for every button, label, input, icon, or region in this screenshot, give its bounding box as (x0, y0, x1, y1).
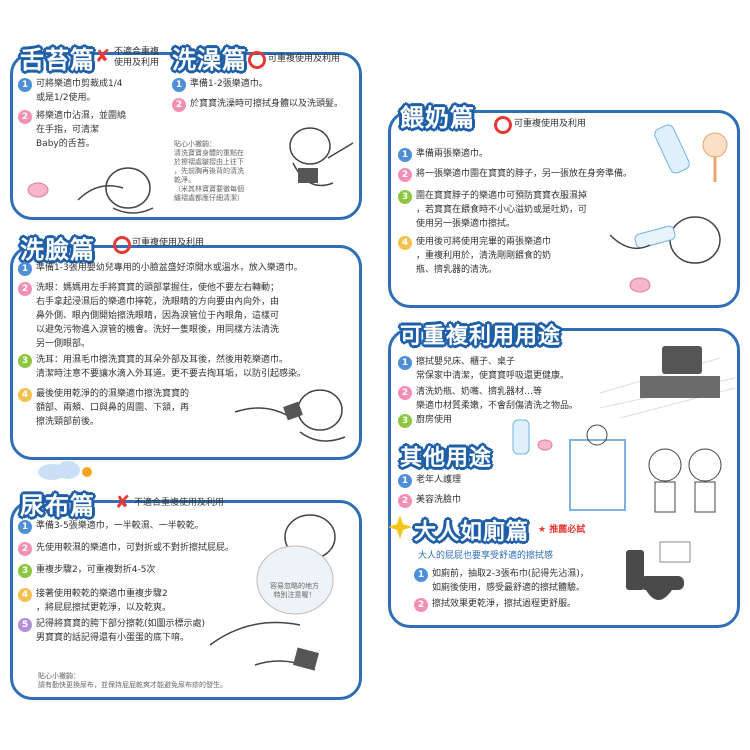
step-3-icon: 3 (398, 414, 412, 428)
step-1-icon: 1 (18, 262, 32, 276)
diaper-note: 貼心小撇齣：請有勤快更換尿布，並保持屁屁乾爽才能避免尿布疹的發生。 (38, 672, 227, 689)
diaper-title: 尿布篇 (20, 492, 95, 520)
step-1-icon: 1 (398, 148, 412, 162)
step-1-icon: 1 (18, 78, 32, 92)
bath-note: 貼心小撇齣：清洗寶寶身體的重點在於擦褶處皺摺由上往下 ，先前胸再後背的清洗乾淨。… (174, 140, 244, 202)
step-2-icon: 2 (18, 110, 32, 124)
panel-face (10, 245, 362, 460)
step-4-icon: 4 (398, 236, 412, 250)
baby-feed-illustration (609, 216, 721, 293)
o-mark-icon (494, 116, 512, 134)
x-mark-icon: ✘ (115, 492, 131, 513)
room-illustration (600, 346, 735, 418)
step-2-icon: 2 (172, 98, 186, 112)
step-2-icon: 2 (398, 168, 412, 182)
face-tag: 可重複使用及利用 (132, 238, 205, 248)
diaper-tag: 不適合重複使用及利用 (134, 498, 225, 508)
star-icon: ★ (538, 525, 547, 535)
diaper-bubble: 容易忽略的地方特別注意喔！ (270, 582, 319, 599)
bottle-icon (512, 419, 553, 455)
adult-badge: ★ 推薦必試 (538, 525, 586, 535)
bath-title: 洗澡篇 (172, 46, 247, 74)
feed-title: 餵奶篇 (400, 104, 475, 132)
step-1-icon: 1 (18, 520, 32, 534)
toilet-icon (626, 541, 691, 600)
step-3-icon: 3 (18, 564, 32, 578)
step-2-icon: 2 (414, 598, 428, 612)
step-3-icon: 3 (398, 190, 412, 204)
adult-title: 大人如廁篇 (414, 520, 530, 545)
reuse-title: 可重複利用用途 (400, 324, 562, 349)
feed-tag: 可重複使用及利用 (514, 119, 587, 129)
step-1-icon: 1 (414, 568, 428, 582)
baby-diaper-illustration (209, 514, 336, 671)
adult-subtitle: 大人的屁屁也要享受舒適的擦拭感 (418, 551, 554, 561)
other-title: 其他用途 (400, 446, 493, 471)
step-5-icon: 5 (18, 618, 32, 632)
step-2-icon: 2 (18, 282, 32, 296)
o-mark-icon (248, 51, 266, 69)
bath-tag: 可重複使用及利用 (268, 54, 341, 64)
step-4-icon: 4 (18, 588, 32, 602)
panel-feed (388, 110, 740, 308)
o-mark-icon (113, 236, 131, 254)
sparkle-icon (388, 515, 412, 539)
step-1-icon: 1 (398, 474, 412, 488)
step-1-icon: 1 (172, 78, 186, 92)
baby-bath-illustration (289, 127, 354, 187)
step-3-icon: 3 (18, 354, 32, 368)
cloud-icon (38, 461, 92, 480)
step-1-icon: 1 (398, 356, 412, 370)
step-4-icon: 4 (18, 388, 32, 402)
step-2-icon: 2 (398, 494, 412, 508)
panel-tongue-bath (10, 52, 362, 220)
elderly-beauty-illustration (569, 424, 722, 513)
tongue-title: 舌苔篇 (20, 46, 95, 74)
bottle-icon (654, 124, 728, 182)
step-2-icon: 2 (18, 542, 32, 556)
baby-face-illustration (234, 389, 346, 442)
face-title: 洗臉篇 (20, 236, 95, 264)
tongue-tag: 不適合重複使用及利用 (114, 47, 160, 68)
baby-tongue-illustration (27, 167, 154, 214)
step-2-icon: 2 (398, 386, 412, 400)
x-mark-icon: ✘ (95, 46, 111, 67)
